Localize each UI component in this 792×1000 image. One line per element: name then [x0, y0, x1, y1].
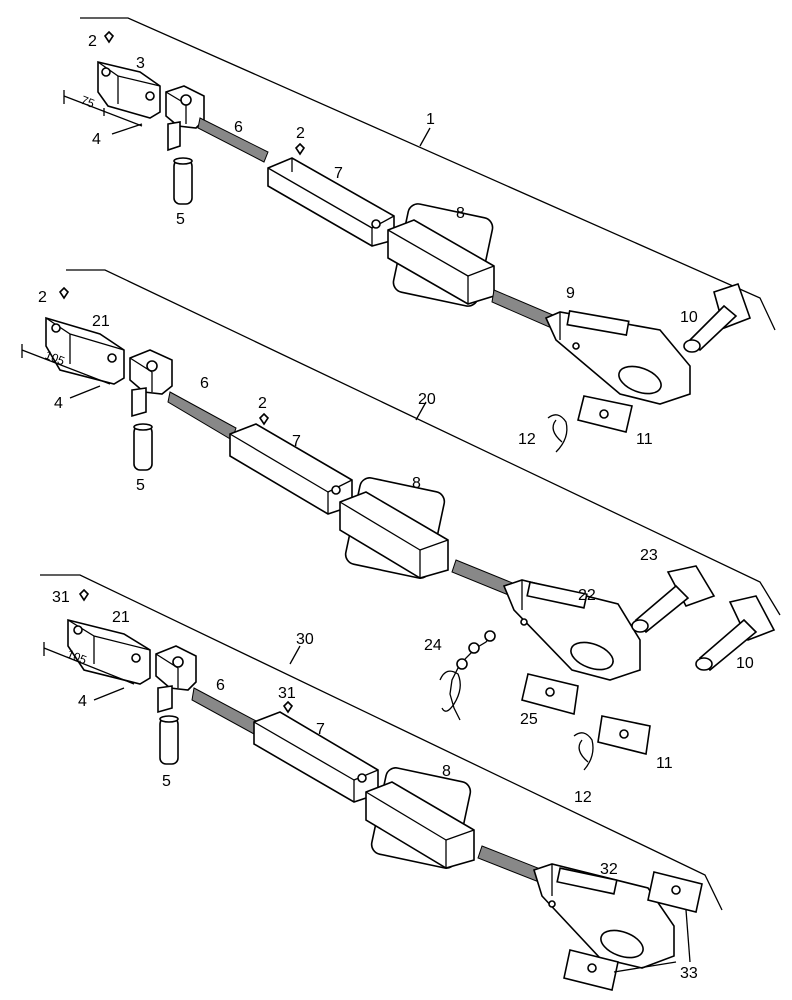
callout-22: 22: [578, 587, 596, 604]
callout-4-bottom: 4: [78, 693, 87, 710]
pin-part-5-bottom: [159, 715, 179, 765]
grease-nipple-part-31: [78, 588, 294, 714]
fork-part-6-bottom: [155, 645, 259, 735]
callout-5-top: 5: [176, 211, 185, 228]
callout-33: 33: [680, 965, 698, 982]
sleeve-part-8: [387, 203, 495, 307]
callout-7-middle: 7: [292, 433, 301, 450]
pin-part-4-bottom: [93, 687, 125, 701]
assembly-20: 10 5: [21, 286, 776, 771]
callout-2-middle: 2: [38, 289, 47, 306]
callout-8-bottom: 8: [442, 763, 451, 780]
pin-part-5-middle: [133, 423, 153, 471]
sleeve-part-8-bottom: [365, 767, 475, 869]
clevis-pin-part-10: [683, 282, 752, 353]
callout-2-top: 2: [88, 33, 97, 50]
linch-pin-part-12: [547, 414, 568, 453]
callout-31-top: 31: [52, 589, 70, 606]
fork-part-6-middle: [129, 349, 237, 441]
clevis-part-9: [491, 289, 691, 405]
clevis-pin-part-23: [631, 565, 716, 634]
clevis-part-32: [477, 845, 675, 969]
clevis-part-22: [451, 559, 641, 681]
callout-5-middle: 5: [136, 477, 145, 494]
block-part-21-bottom: [67, 618, 151, 685]
callout-7-bottom: 7: [316, 721, 325, 738]
linch-pin-part-12-middle: [573, 732, 594, 771]
sleeve-part-8-middle: [339, 477, 449, 579]
callout-11-middle: 11: [656, 755, 673, 772]
pin-part-4: [111, 123, 143, 135]
callout-11-top: 11: [636, 431, 653, 448]
callout-8-middle: 8: [412, 475, 421, 492]
leader-lines: [289, 127, 431, 665]
group-outline-bottom: [40, 574, 723, 911]
callout-24: 24: [424, 637, 442, 654]
callout-7-top: 7: [334, 165, 343, 182]
callout-5-bottom: 5: [162, 773, 171, 790]
dimension-top-label: 75: [79, 93, 97, 111]
callout-3: 3: [136, 55, 145, 72]
callout-6-bottom: 6: [216, 677, 225, 694]
callout-10-top: 10: [680, 309, 698, 326]
callout-2-middle-nipple: 2: [258, 395, 267, 412]
callout-6-middle: 6: [200, 375, 209, 392]
callout-9: 9: [566, 285, 575, 302]
tube-part-7-middle: [229, 423, 353, 515]
callout-20: 20: [418, 391, 436, 408]
block-part-3: [97, 60, 161, 119]
fork-part-6: [165, 85, 269, 163]
callout-labels: 2 3 4 5 6 2 7 1 8 9 10 11 12 2 21 4 5 6 …: [38, 33, 754, 982]
callout-21-middle: 21: [92, 313, 110, 330]
callout-32: 32: [600, 861, 618, 878]
callout-1: 1: [426, 111, 435, 128]
group-outline-top: [80, 17, 776, 331]
clevis-pin-part-10-middle: [695, 595, 776, 672]
callout-8-top: 8: [456, 205, 465, 222]
callout-21-bottom: 21: [112, 609, 130, 626]
callout-12-top: 12: [518, 431, 536, 448]
grease-nipple-part-2-middle: [58, 286, 270, 426]
callout-23: 23: [640, 547, 658, 564]
callout-31-nipple: 31: [278, 685, 296, 702]
callout-30: 30: [296, 631, 314, 648]
callout-2-top-nipple: 2: [296, 125, 305, 142]
callout-12-middle: 12: [574, 789, 592, 806]
assembly-1: 75: [63, 30, 752, 453]
grease-nipple-part-2: [103, 30, 306, 156]
washer-part-25: [521, 673, 579, 716]
washer-part-11-middle: [597, 715, 651, 755]
dimension-75: 75: [63, 90, 143, 127]
pin-part-5: [173, 157, 193, 205]
washer-part-33: [563, 871, 703, 991]
chain-part-24: [439, 630, 496, 721]
callout-25: 25: [520, 711, 538, 728]
pin-part-4-middle: [69, 385, 101, 399]
washer-part-11: [577, 395, 633, 433]
callout-10-middle: 10: [736, 655, 754, 672]
tube-part-7: [267, 157, 395, 247]
callout-4-middle: 4: [54, 395, 63, 412]
callout-6-top: 6: [234, 119, 243, 136]
group-outline-middle: [66, 269, 781, 616]
callout-4-top: 4: [92, 131, 101, 148]
assembly-30: 105: [43, 588, 703, 991]
